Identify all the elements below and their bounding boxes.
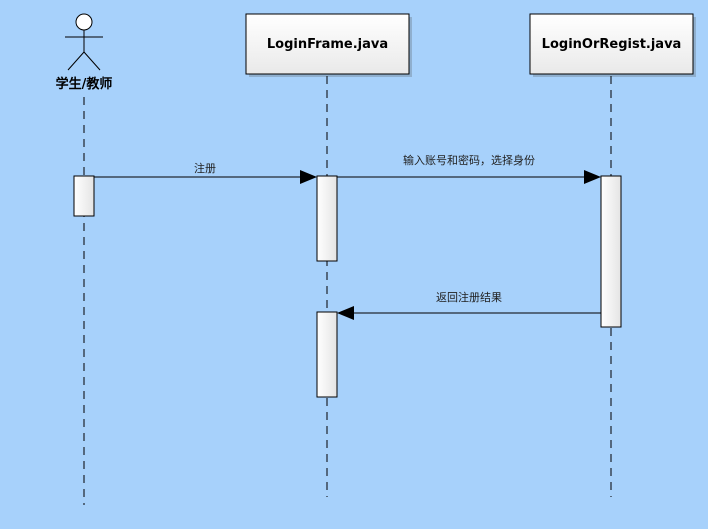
actor-label: 学生/教师: [56, 76, 113, 92]
message-input-credentials-label: 输入账号和密码，选择身份: [403, 153, 535, 167]
object-loginorregist-label: LoginOrRegist.java: [542, 37, 682, 52]
message-return-result-arrowhead: [337, 306, 354, 320]
object-loginframe-box: [245, 13, 410, 75]
activation-bar-loginorregist: [600, 175, 622, 328]
message-register-label: 注册: [194, 161, 216, 175]
activation-bar-actor: [73, 175, 95, 217]
object-loginorregist[interactable]: LoginOrRegist.java: [529, 13, 696, 77]
activation-bar-loginframe-1: [316, 175, 338, 262]
message-input-credentials-arrowhead: [584, 170, 601, 184]
message-return-result: 返回注册结果: [337, 290, 601, 320]
message-input-credentials: 输入账号和密码，选择身份: [337, 153, 601, 184]
stick-figure-icon: [65, 13, 103, 71]
object-loginorregist-box: [529, 13, 694, 75]
activation-bar-loginframe-2: [316, 311, 338, 398]
message-register: 注册: [94, 161, 317, 184]
actor-student-teacher[interactable]: 学生/教师: [56, 13, 113, 92]
message-register-arrowhead: [300, 170, 317, 184]
message-return-result-label: 返回注册结果: [436, 290, 502, 304]
object-loginframe-label: LoginFrame.java: [267, 37, 388, 52]
object-loginframe[interactable]: LoginFrame.java: [245, 13, 412, 77]
